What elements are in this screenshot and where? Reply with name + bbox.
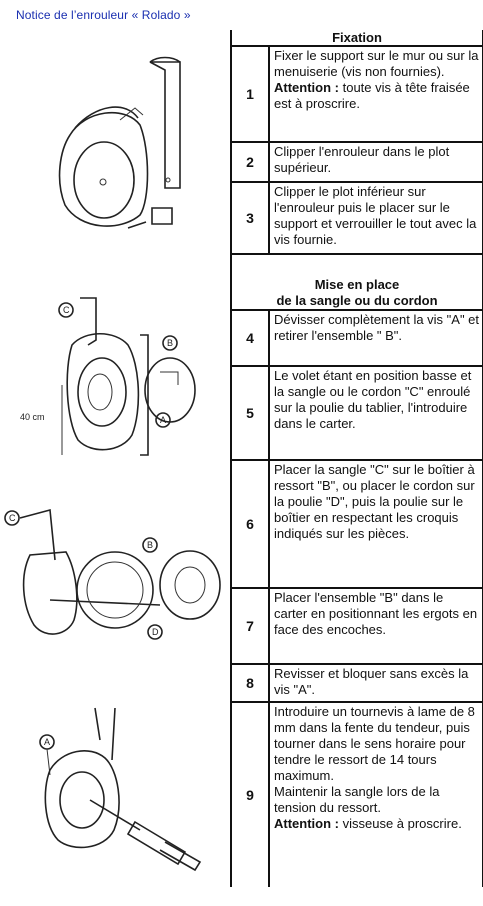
step-number: 2	[232, 143, 270, 181]
step-number: 1	[232, 47, 270, 141]
step-text: Clipper l'enrouleur dans le plot supérie…	[274, 144, 450, 175]
step-number: 8	[232, 665, 270, 701]
step-text-main: Fixer le support sur le mur ou sur la me…	[274, 48, 479, 79]
label-b-2: B	[147, 540, 153, 550]
step-text: Fixer le support sur le mur ou sur la me…	[270, 47, 482, 141]
installation-illustrations: C 40 cm B A C B D A	[4, 56, 221, 872]
step-row: 1 Fixer le support sur le mur ou sur la …	[232, 47, 482, 143]
figure-carter-open: C 40 cm B A	[20, 297, 196, 456]
step-row: 7 Placer l'ensemble "B" dans le carter e…	[232, 589, 482, 665]
label-c-2: C	[9, 513, 16, 523]
step-text-main: Introduire un tournevis à lame de 8 mm d…	[274, 704, 475, 783]
step-number: 5	[232, 367, 270, 459]
attention-label: Attention :	[274, 80, 339, 95]
step-number: 6	[232, 461, 270, 587]
step-number: 7	[232, 589, 270, 663]
dimension-label: 40 cm	[20, 412, 45, 422]
step-number: 4	[232, 311, 270, 365]
page-title: Notice de l’enrouleur « Rolado »	[16, 8, 191, 22]
step-row: 2 Clipper l'enrouleur dans le plot supér…	[232, 143, 482, 183]
step-row: 9 Introduire un tournevis à lame de 8 mm…	[232, 703, 482, 887]
section-title-line1: Mise en place	[314, 277, 400, 292]
step-row: 4 Dévisser complètement la vis "A" et re…	[232, 311, 482, 367]
label-a-2: A	[44, 737, 50, 747]
step-text: Le volet étant en position basse et la s…	[274, 368, 472, 431]
instructions-table: Fixation 1 Fixer le support sur le mur o…	[230, 30, 483, 887]
step-row: 3 Clipper le plot inférieur sur l'enroul…	[232, 183, 482, 255]
step-text: Placer l'ensemble "B" dans le carter en …	[274, 590, 478, 637]
step-row: 6 Placer la sangle "C" sur le boîtier à …	[232, 461, 482, 589]
figure-fixation	[58, 56, 181, 229]
figure-screwdriver: A	[39, 707, 202, 872]
attention-label: Attention :	[274, 816, 339, 831]
step-text: Dévisser complètement la vis "A" et reti…	[274, 312, 480, 343]
step-text: Revisser et bloquer sans excès la vis "A…	[274, 666, 469, 697]
step-text: Placer la sangle "C" sur le boîtier à re…	[274, 462, 475, 541]
figure-strap-pulley: C B D	[4, 508, 221, 640]
section-title-mise-en-place: Mise en place de la sangle ou du cordon	[232, 277, 482, 311]
section-title-line2: de la sangle ou du cordon	[276, 293, 438, 308]
section-gap	[232, 255, 482, 277]
step-row: 5 Le volet étant en position basse et la…	[232, 367, 482, 461]
attention-note: toute vis à tête fraisée est à proscrire…	[274, 80, 470, 111]
step-number: 9	[232, 703, 270, 887]
step-text: Introduire un tournevis à lame de 8 mm d…	[270, 703, 482, 887]
step-text-secondary: Maintenir la sangle lors de la tension d…	[274, 784, 440, 815]
step-row: 8 Revisser et bloquer sans excès la vis …	[232, 665, 482, 703]
label-d: D	[152, 627, 159, 637]
attention-note: visseuse à proscrire.	[338, 816, 462, 831]
step-number: 3	[232, 183, 270, 253]
step-text: Clipper le plot inférieur sur l'enrouleu…	[274, 184, 477, 247]
label-c-1: C	[63, 305, 70, 315]
label-b-1: B	[167, 338, 173, 348]
label-a-1: A	[160, 415, 166, 425]
section-title-fixation: Fixation	[232, 30, 482, 47]
